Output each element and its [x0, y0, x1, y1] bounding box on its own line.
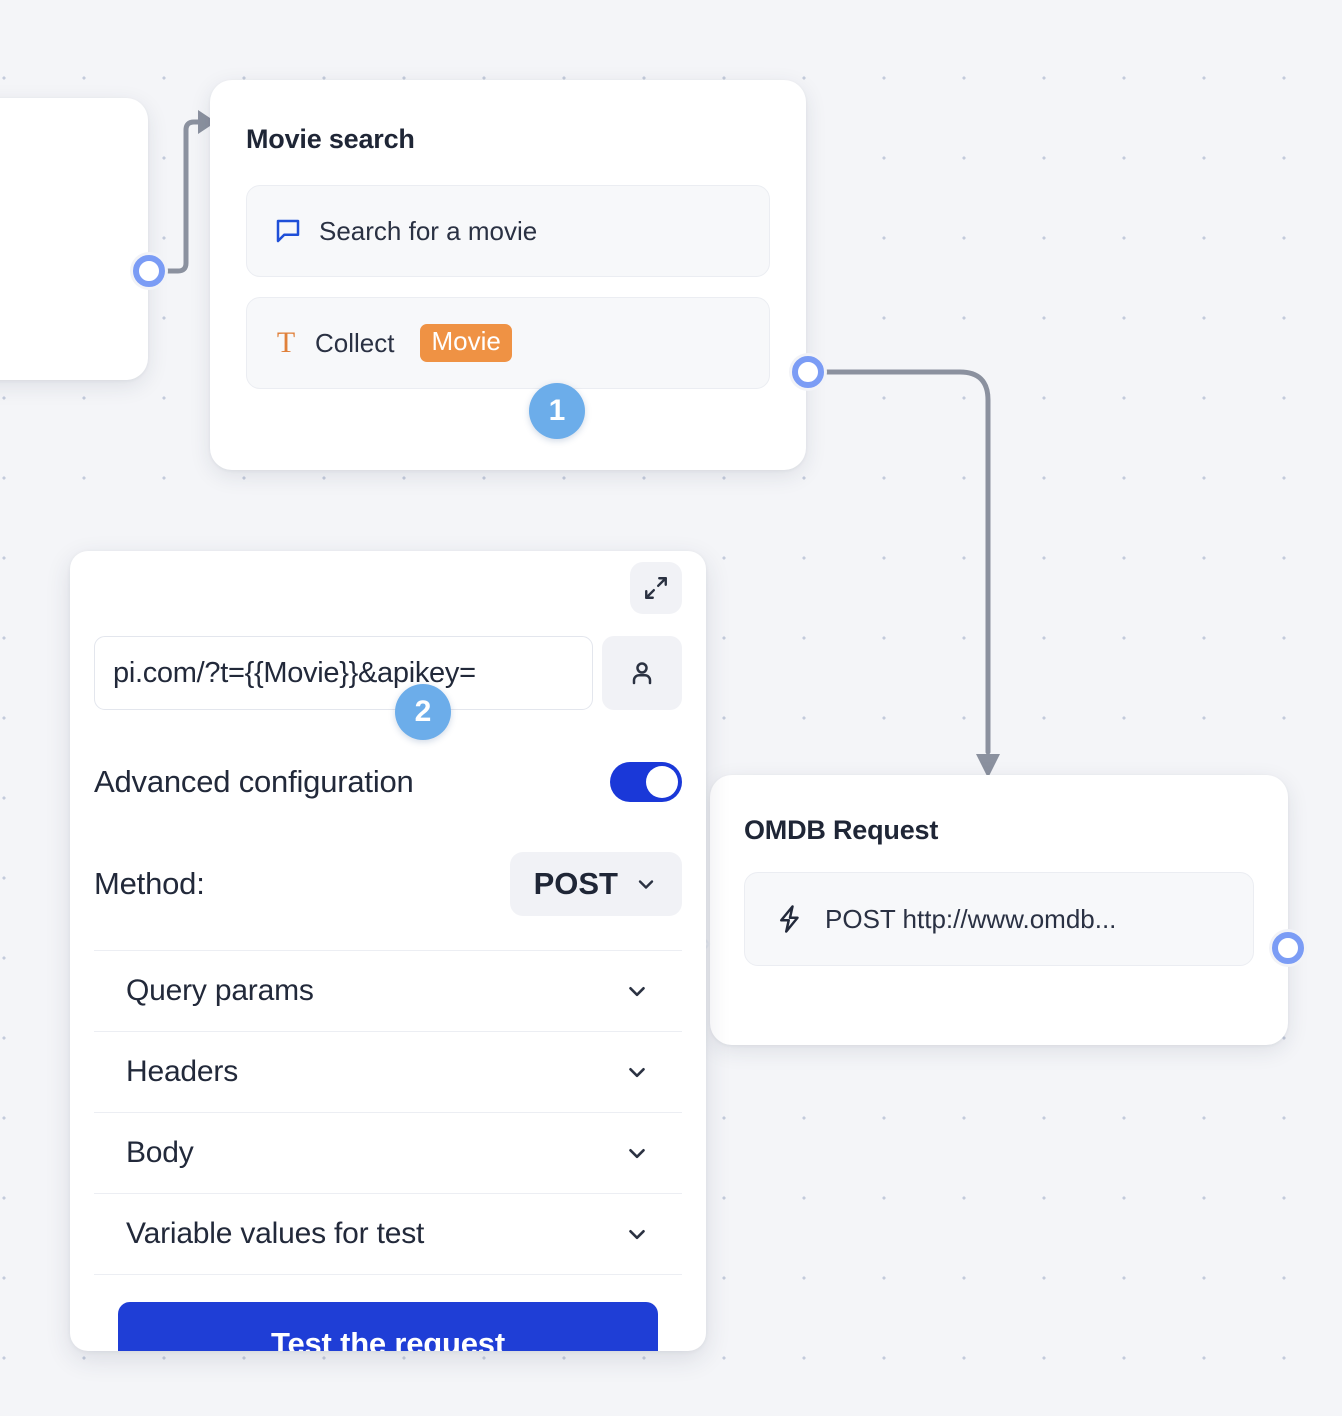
chevron-down-icon[interactable] — [624, 1221, 650, 1247]
test-the-request-button[interactable]: Test the request — [118, 1302, 658, 1351]
expand-diagonal-icon — [645, 577, 667, 599]
node-title-omdb-request: OMDB Request — [744, 815, 939, 845]
advanced-configuration-toggle[interactable] — [610, 762, 682, 802]
message-bubble-icon — [273, 216, 303, 246]
node-row-label: Search for a movie — [319, 215, 538, 246]
lightning-bolt-icon — [775, 904, 805, 934]
text-t-icon: T — [276, 326, 296, 359]
accordion-item-headers[interactable]: Headers — [94, 1032, 682, 1113]
person-icon — [632, 662, 652, 685]
method-select[interactable]: POST — [509, 852, 682, 916]
node-title-movie-search: Movie search — [246, 124, 415, 154]
node-card-partial[interactable] — [0, 98, 148, 380]
expand-panel-button[interactable] — [630, 562, 682, 614]
accordion-item-variable-values-for-test[interactable]: Variable values for test — [94, 1194, 682, 1275]
accordion-item-body[interactable]: Body — [94, 1113, 682, 1194]
step-badge-1: 1 — [529, 383, 585, 439]
accordion-label: Query params — [126, 974, 314, 1007]
node-card-movie-search[interactable]: Movie search Search for a movie T Collec… — [210, 80, 806, 470]
step-badge-2: 2 — [395, 684, 451, 740]
url-row: pi.com/?t={{Movie}}&apikey= — [94, 636, 682, 710]
panel-toolbar — [94, 551, 682, 614]
chevron-down-icon[interactable] — [624, 978, 650, 1004]
method-label: Method: — [94, 866, 205, 901]
chevron-down-icon[interactable] — [624, 1059, 650, 1085]
accordion-label: Body — [126, 1136, 194, 1169]
accordion-item-query-params[interactable]: Query params — [94, 951, 682, 1032]
toggle-knob — [646, 766, 678, 798]
node-row-label: Collect — [315, 327, 395, 358]
variable-chip-movie[interactable]: Movie — [420, 324, 512, 362]
connector-port-omdb-request-output[interactable] — [1269, 929, 1307, 967]
node-row-collect-movie[interactable]: T Collect Movie — [246, 297, 770, 389]
advanced-configuration-label: Advanced configuration — [94, 764, 414, 799]
method-row: Method: POST — [94, 852, 682, 951]
connector-port-movie-search-output[interactable] — [789, 353, 827, 391]
accordion-label: Headers — [126, 1055, 238, 1088]
node-card-omdb-request[interactable]: OMDB Request POST http://www.omdb... — [695, 775, 1288, 1045]
node-row-post-request[interactable]: POST http://www.omdb... — [744, 872, 1254, 966]
node-row-label: POST http://www.omdb... — [825, 903, 1117, 934]
node-row-search-for-a-movie[interactable]: Search for a movie — [246, 185, 770, 277]
chevron-down-icon — [638, 880, 654, 889]
request-configuration-panel[interactable]: pi.com/?t={{Movie}}&apikey= Advanced con… — [70, 551, 706, 1351]
advanced-configuration-row: Advanced configuration — [94, 758, 682, 806]
method-value: POST — [533, 866, 618, 901]
chevron-down-icon[interactable] — [624, 1140, 650, 1166]
select-user-variable-button[interactable] — [602, 636, 682, 710]
connector-port-left-node-output[interactable] — [130, 252, 168, 290]
request-url-input[interactable]: pi.com/?t={{Movie}}&apikey= — [94, 636, 593, 710]
accordion-label: Variable values for test — [126, 1217, 425, 1250]
